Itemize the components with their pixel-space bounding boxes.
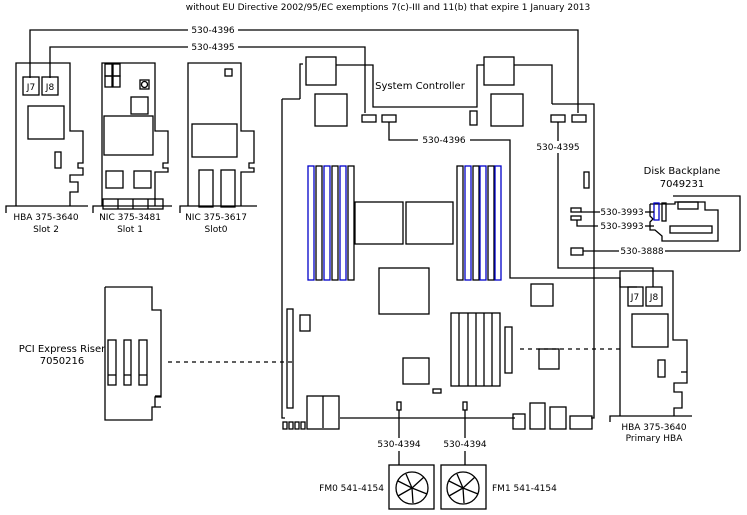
fan1-label: FM1 541-4154 [492,484,557,494]
cable-530-3993-b: 530-3993 [576,220,654,232]
header-note: without EU Directive 2002/95/EC exemptio… [186,3,591,13]
cpu-1 [405,201,454,245]
pci-express-riser: PCI Express Riser 7050216 [19,286,162,421]
fan-icon [446,471,480,505]
fan0-label: FM0 541-4154 [319,484,384,494]
riser-part: 7050216 [40,356,85,367]
cable-label-right-4395: 530-4395 [536,143,579,153]
svg-text:J8: J8 [649,293,659,303]
cable-label-top-4396: 530-4396 [191,26,235,36]
cable-label-3993-b: 530-3993 [600,222,643,232]
cable-530-3888: 530-3888 [583,247,740,257]
card-nic-slot1: NIC 375-3481 Slot 1 [92,62,172,235]
cable-530-3993-a: 530-3993 [581,208,654,218]
primary-connector-j7 [627,286,644,307]
cpu-0 [354,201,404,245]
fan-icon [395,471,429,505]
card-slot-hba-slot2: Slot 2 [33,225,59,235]
cable-label-mid-4396: 530-4396 [422,136,466,146]
primary-hba-slot: Primary HBA [626,434,684,444]
svg-text:J7: J7 [26,83,35,93]
card-slot-nic-slot0: Slot0 [205,225,228,235]
cable-530-4395-right: 530-4395 [536,122,654,287]
disk-backplane-part: 7049231 [660,179,705,190]
svg-text:J8: J8 [45,83,55,93]
connector-j7 [22,76,40,96]
card-slot-nic-slot1: Slot 1 [117,225,143,235]
cable-530-4396-mid: 530-4396 [388,122,637,288]
card-primary-hba: J7 J8 HBA 375-3640 Primary HBA [609,270,692,444]
system-controller-chip-left [305,56,337,86]
svg-text:J7: J7 [630,293,639,303]
disk-backplane: Disk Backplane 7049231 [644,166,741,251]
primary-hba-name: HBA 375-3640 [621,423,687,433]
fan-fm0: 530-4394 FM0 541-4154 [319,410,435,510]
cable-530-4395-top: 530-4395 [49,41,366,113]
cable-530-4396-top: 530-4396 [29,24,579,113]
card-name-nic-slot1: NIC 375-3481 [99,213,161,223]
card-nic-slot0: NIC 375-3617 Slot0 [179,62,257,235]
system-controller-label: System Controller [375,81,466,92]
cable-label-3888: 530-3888 [620,247,664,257]
riser-name: PCI Express Riser [19,344,106,355]
fan1-cable-label: 530-4394 [443,440,487,450]
card-name-nic-slot0: NIC 375-3617 [185,213,247,223]
connector-j8 [41,76,59,96]
fan0-cable-label: 530-4394 [377,440,421,450]
disk-backplane-name: Disk Backplane [644,166,721,177]
motherboard: System Controller [281,56,595,430]
cable-label-3993-a: 530-3993 [600,208,643,218]
cable-label-top-4395: 530-4395 [191,43,234,53]
fan-fm1: 530-4394 FM1 541-4154 [440,410,557,510]
card-name-hba-slot2: HBA 375-3640 [13,213,79,223]
primary-connector-j8 [645,286,663,307]
card-hba-slot2: J7 J8 HBA 375-3640 Slot 2 [5,62,88,235]
system-controller-chip-right [483,56,515,86]
